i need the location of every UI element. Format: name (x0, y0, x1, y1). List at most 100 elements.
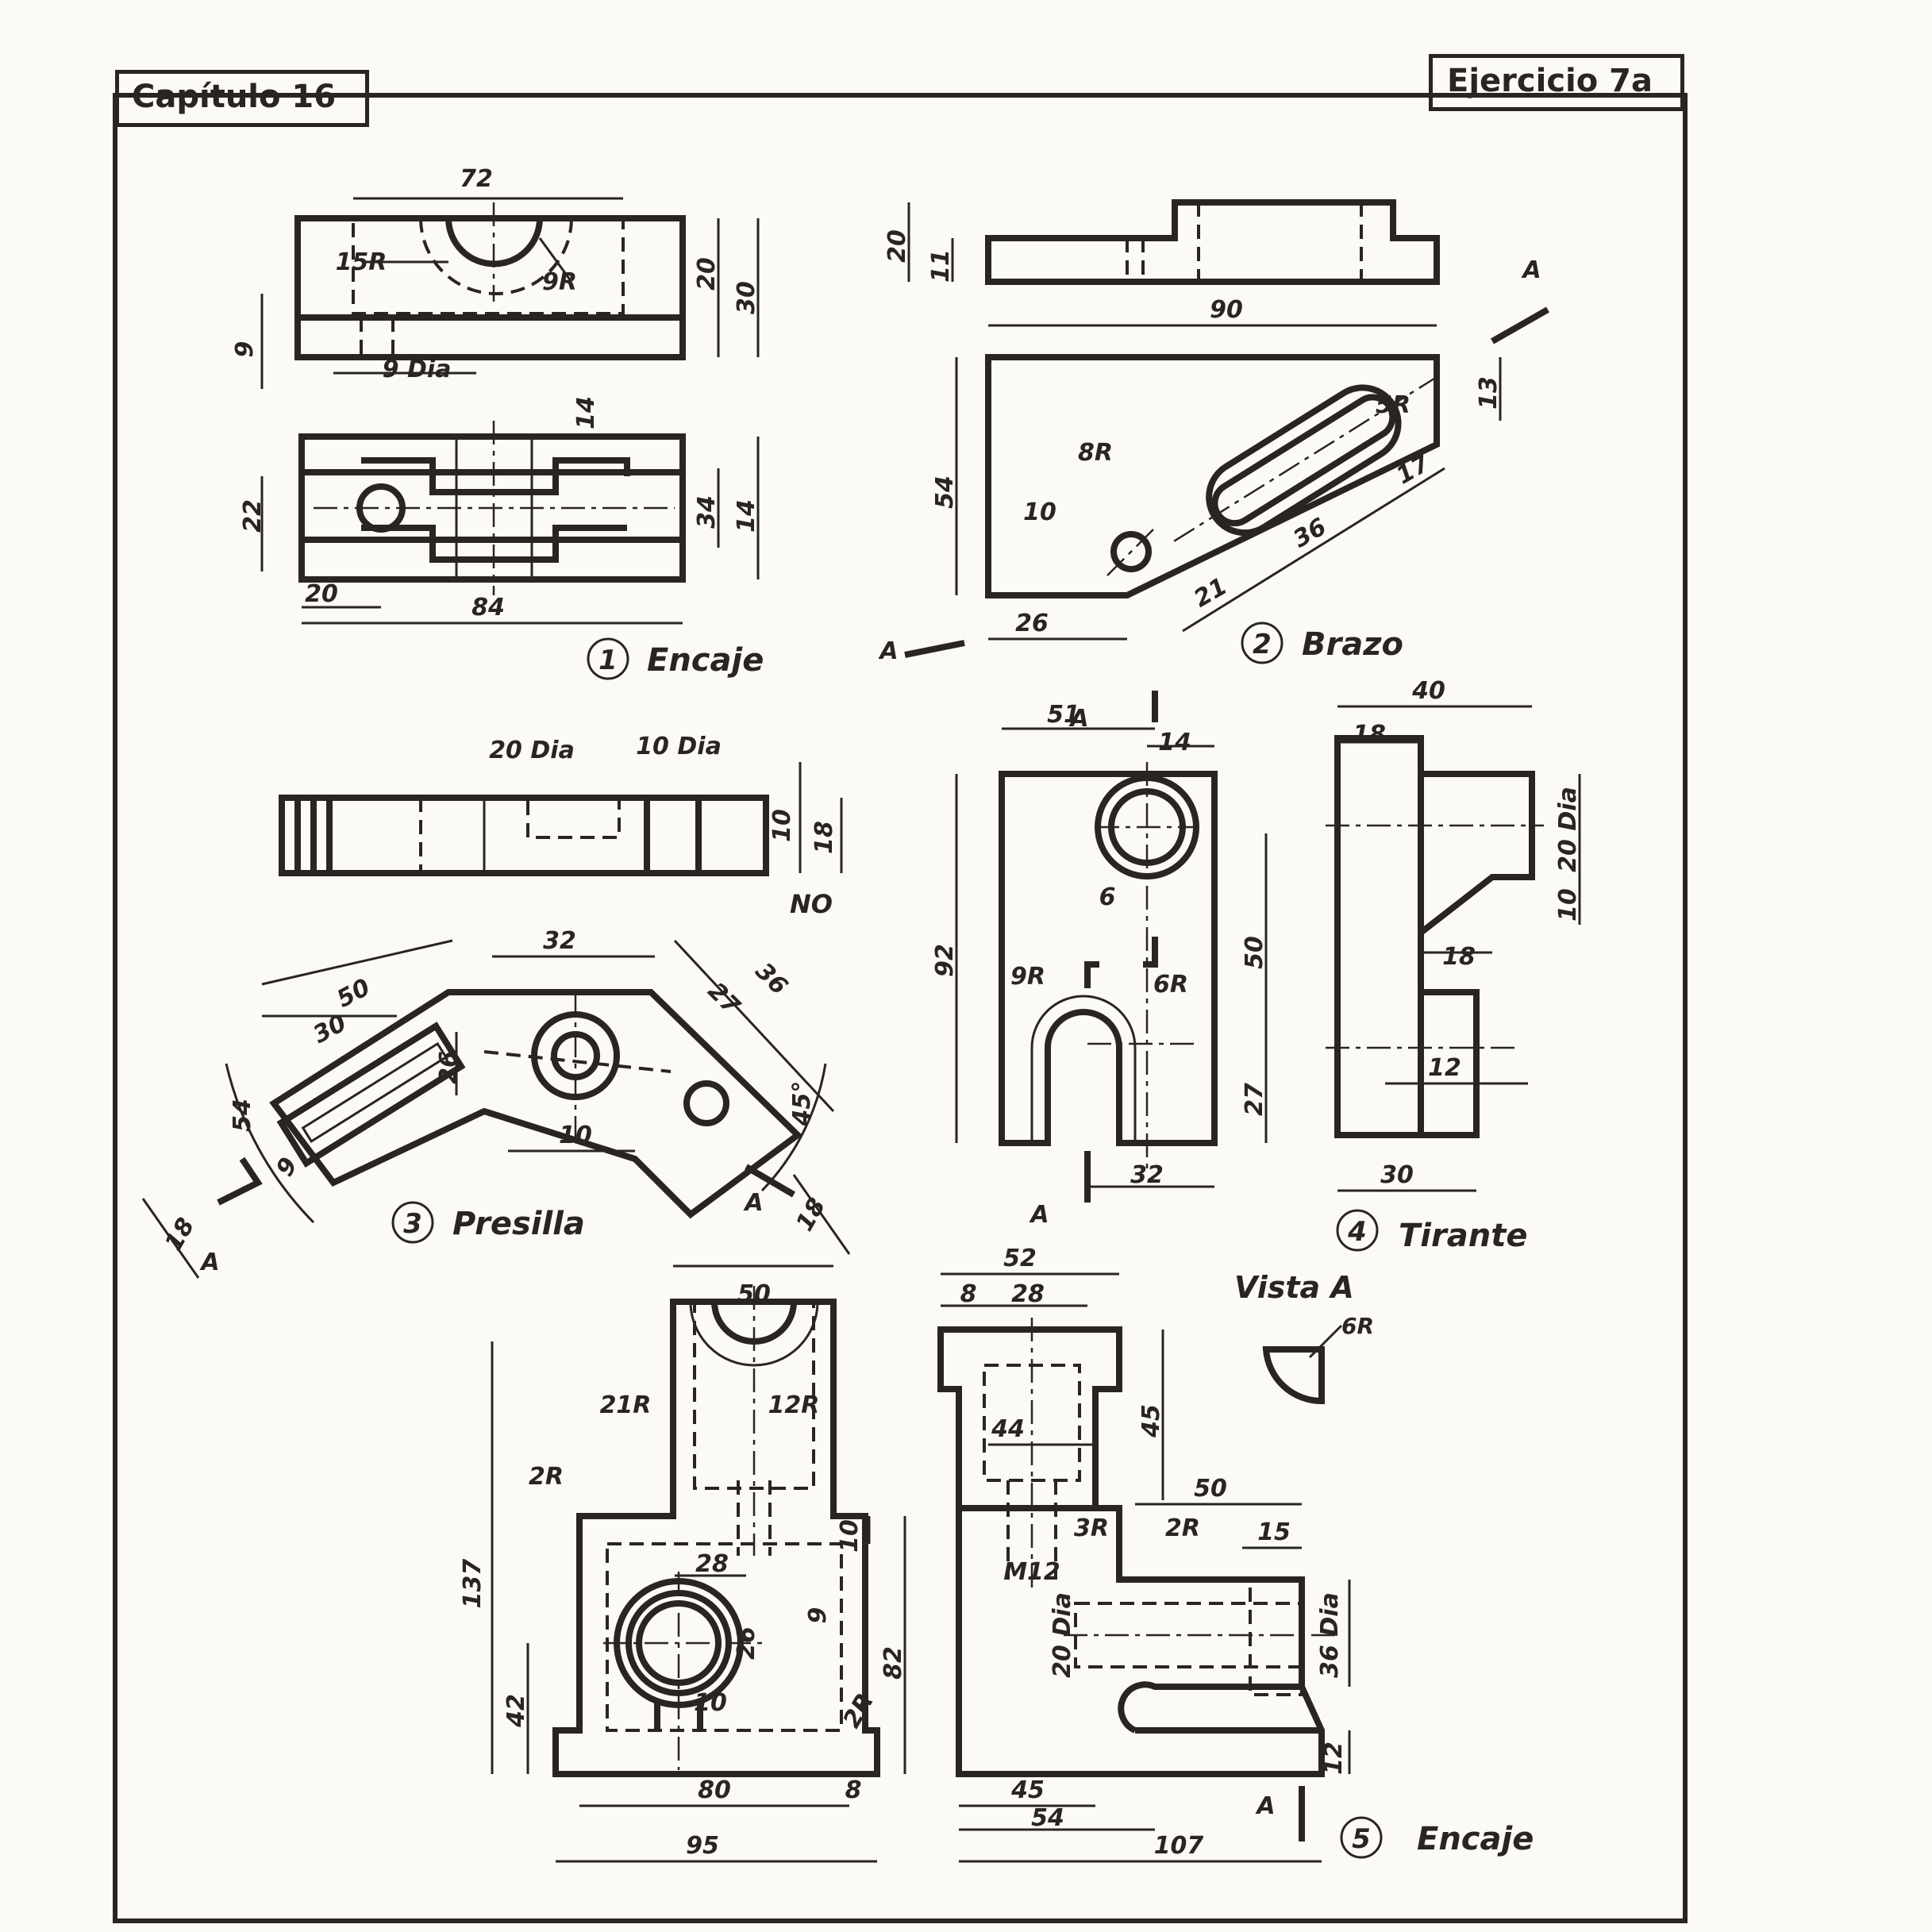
fig-3-dimension-label: 36 (750, 957, 793, 1000)
fig-3-dimension-label: A (199, 1249, 219, 1276)
fig-1-dimension-label: 34 (693, 495, 721, 529)
fig-1-name: Encaje (647, 642, 764, 679)
fig-5-dimension-label: 44 (991, 1415, 1025, 1443)
fig-5-dimension-label: 50 (1194, 1475, 1227, 1503)
fig-2-name: Brazo (1302, 626, 1403, 663)
fig-2-dimension-label: 54 (931, 475, 959, 509)
fig-4-dimension-label: 30 (1380, 1161, 1414, 1189)
caption-fig-3: 3 Presilla (391, 1201, 585, 1244)
vista-a-dim: 6R (1341, 1313, 1374, 1339)
fig-5-dimension-label: 107 (1154, 1832, 1204, 1860)
fig-4-dimension-label: 9R (1010, 963, 1045, 991)
fig-5-dimension-label: 12 (1320, 1741, 1348, 1775)
fig-5-dimension-label: 15 (1257, 1518, 1291, 1546)
fig-2-dimension-label: 5R (1376, 391, 1411, 419)
fig-5-dimension-label: 28 (1011, 1280, 1045, 1308)
fig-5-dimension-label: 3R (1074, 1514, 1109, 1542)
chapter-box: Capítulo 16 (115, 70, 369, 127)
fig-3-number: 3 (403, 1208, 422, 1240)
fig-3-dimension-label: 54 (229, 1099, 256, 1132)
fig-4-dimension-label: 18 (1442, 943, 1476, 971)
fig-5-name: Encaje (1417, 1821, 1534, 1857)
fig-4-dimension-label: 51 (1047, 701, 1080, 729)
fig-4-dimension-label: A (1029, 1201, 1049, 1229)
caption-fig-4: 4 Tirante (1336, 1209, 1527, 1254)
fig-4-dimension-label: 6R (1153, 971, 1188, 999)
fig-3-name: Presilla (452, 1206, 585, 1242)
fig-4-dimension-label: 50 (1241, 936, 1268, 969)
fig-1-dimension-label: 20 (693, 257, 721, 291)
fig-1-dimension-label: 9 Dia (383, 356, 452, 383)
fig-5-dimension-label: 50 (737, 1280, 771, 1308)
fig-2-dimension-label: 11 (927, 249, 955, 283)
fig-2-dimension-label: 20 (883, 229, 911, 263)
fig-1-dimension-label: 9 (231, 341, 259, 358)
fig-2-dimension-label: A (1521, 256, 1541, 284)
vista-a-detail (1262, 1324, 1343, 1405)
fig-3-dimension-label: 50 (333, 973, 375, 1014)
fig-5-dimension-label: 21R (600, 1391, 652, 1419)
fig-2-dimension-label: 10 (1023, 498, 1056, 526)
fig-3-dimension-label: 20 Dia (489, 737, 575, 764)
fig-2-dimension-label: 90 (1210, 296, 1243, 324)
fig-3-dimension-label: 45° (788, 1081, 816, 1127)
fig-5-dimension-label: 2R (529, 1463, 564, 1491)
fig-4-dimension-label: A (1068, 705, 1088, 733)
figure-4-tirante (955, 691, 1581, 1203)
fig-3-dimension-label: 26 (435, 1051, 463, 1084)
fig-4-dimension-label: 12 (1428, 1054, 1461, 1082)
fig-5-dimension-label: 82 (879, 1646, 907, 1680)
fig-4-dimension-label: 20 Dia (1554, 787, 1582, 872)
fig-1-dimension-label: 84 (471, 594, 505, 622)
figure-5-encaje (491, 1264, 1351, 1863)
fig-5-dimension-label: 10 (836, 1519, 864, 1553)
fig-4-dimension-label: 6 (1099, 883, 1116, 911)
fig-5-dimension-label: 54 (1031, 1804, 1064, 1832)
fig-4-dimension-label: 27 (1241, 1083, 1268, 1116)
figure-1-encaje (260, 197, 760, 625)
fig-5-dimension-label: 28 (695, 1550, 729, 1578)
fig-3-dimension-label: 10 Dia (636, 733, 722, 760)
fig-5-dimension-label: 42 (502, 1694, 530, 1728)
fig-1-dimension-label: 72 (460, 165, 493, 193)
fig-1-dimension-label: 22 (239, 499, 267, 533)
fig-2-dimension-label: 26 (1015, 610, 1049, 637)
fig-4-dimension-label: 18 (1353, 721, 1386, 749)
fig-3-dimension-label: A (743, 1189, 763, 1217)
sheet-border (113, 93, 1688, 1923)
fig-4-dimension-label: 32 (1130, 1161, 1164, 1189)
fig-4-dimension-label: 10 (1554, 888, 1582, 922)
fig-5-dimension-label: 10 (694, 1689, 727, 1717)
fig-3-dimension-label: 10 (559, 1122, 592, 1149)
fig-4-name: Tirante (1399, 1218, 1527, 1254)
fig-2-dimension-label: 13 (1475, 376, 1503, 410)
fig-4-dimension-label: 40 (1411, 677, 1445, 705)
fig-2-dimension-label: 17 (1391, 449, 1434, 490)
fig-5-number: 5 (1352, 1823, 1371, 1855)
fig-1-dimension-label: 9R (542, 268, 577, 296)
fig-1-dimension-label: 20 (305, 580, 338, 608)
fig-5-dimension-label: 26 (733, 1626, 760, 1660)
caption-fig-2: 2 Brazo (1241, 622, 1403, 664)
fig-5-dimension-label: 9 (804, 1607, 832, 1624)
fig-5-dimension-label: 36 Dia (1316, 1592, 1344, 1678)
fig-5-dimension-label: A (1255, 1792, 1275, 1820)
fig-5-dimension-label: 2R (1165, 1514, 1200, 1542)
fig-5-dimension-label: 12R (768, 1391, 820, 1419)
fig-2-number: 2 (1253, 629, 1272, 660)
fig-4-dimension-label: 92 (931, 944, 959, 977)
fig-5-dimension-label: 95 (686, 1832, 719, 1860)
caption-fig-5: 5 Encaje (1340, 1816, 1534, 1859)
fig-3-dimension-label: 18 (810, 821, 838, 854)
fig-4-number: 4 (1347, 1216, 1367, 1248)
fig-1-number: 1 (598, 645, 618, 676)
fig-3-dimension-label: 10 (768, 809, 796, 842)
figure-2-brazo (904, 199, 1549, 658)
fig-5-dimension-label: 20 Dia (1049, 1592, 1076, 1678)
fig-5-dimension-label: 137 (459, 1559, 487, 1609)
pencil-annotation: NO (790, 889, 833, 919)
fig-2-dimension-label: A (878, 637, 898, 665)
fig-2-dimension-label: 21 (1189, 572, 1232, 613)
fig-2-dimension-label: 8R (1078, 439, 1113, 467)
